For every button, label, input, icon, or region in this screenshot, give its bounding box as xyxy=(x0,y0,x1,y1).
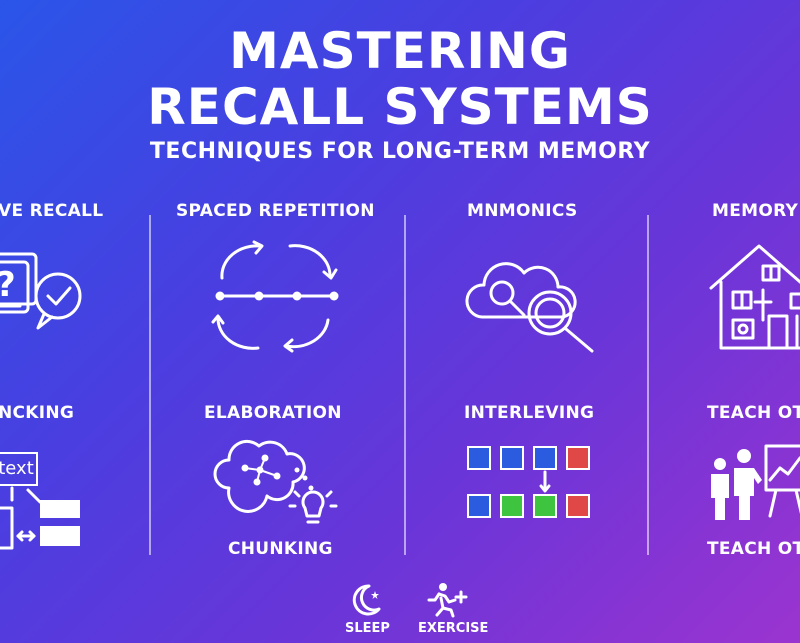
label-teach-others-top: TEACH OT xyxy=(707,403,800,423)
house-icon xyxy=(709,244,800,350)
page-subtitle: TECHNIQUES FOR LONG-TERM MEMORY xyxy=(149,139,651,164)
svg-text:?: ? xyxy=(0,265,16,305)
interleave-square xyxy=(566,446,590,470)
label-chunking-left: NCKING xyxy=(0,403,75,423)
thought-lightbulb-icon xyxy=(213,439,338,524)
column-divider-3 xyxy=(647,215,649,555)
interleave-square xyxy=(467,494,491,518)
label-elaboration: ELABORATION xyxy=(204,403,342,423)
interleave-square xyxy=(467,446,491,470)
arrow-down-icon xyxy=(539,470,551,493)
label-interleaving: INTERLEVING xyxy=(464,403,595,423)
page-title-line1: MASTERING xyxy=(229,22,571,80)
interleave-square xyxy=(533,446,557,470)
question-check-icon: ? xyxy=(0,252,82,330)
column-divider-1 xyxy=(149,215,151,555)
running-person-icon xyxy=(427,583,468,618)
page-title-line2: RECALL SYSTEMS xyxy=(147,78,653,136)
label-active-recall: VE RECALL xyxy=(0,201,104,221)
teaching-icon xyxy=(711,444,800,520)
label-memory-palace: MEMORY xyxy=(712,201,799,221)
chunking-blocks-icon xyxy=(0,486,80,550)
label-teach-others-bottom: TEACH OT xyxy=(707,539,800,559)
interleave-square xyxy=(500,446,524,470)
spaced-repetition-icon xyxy=(211,240,339,353)
column-divider-2 xyxy=(404,215,406,555)
chunk-text-label: text xyxy=(0,458,34,479)
label-chunking-bottom: CHUNKING xyxy=(228,539,333,559)
moon-star-icon xyxy=(352,584,381,616)
chunk-text-box: text xyxy=(0,452,38,486)
label-spaced-repetition: SPACED REPETITION xyxy=(176,201,375,221)
cloud-magnifier-icon xyxy=(465,262,594,353)
footer-sleep-label: SLEEP xyxy=(345,621,390,636)
interleave-square xyxy=(566,494,590,518)
footer-exercise-label: EXERCISE xyxy=(418,621,489,636)
label-mnemonics: MNMONICS xyxy=(467,201,578,221)
interleave-square xyxy=(533,494,557,518)
interleaving-squares-icon xyxy=(467,446,597,524)
interleave-square xyxy=(500,494,524,518)
